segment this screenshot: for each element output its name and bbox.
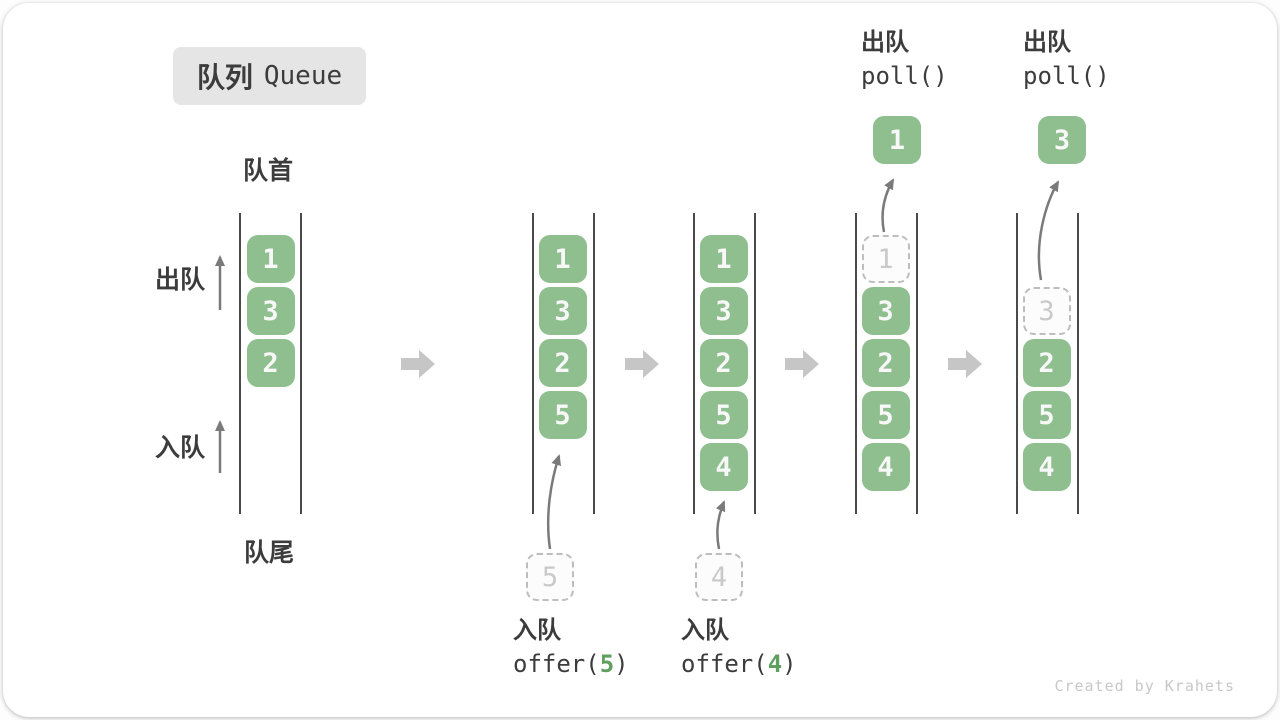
title-chip: 队列 Queue [173,47,366,105]
queue-element: 5 [699,391,748,439]
queue-element: 3 [538,287,587,335]
queue-element: 3 [861,287,910,335]
enqueue-operation: 入队 offer(4) [681,613,797,681]
step-arrow-4 [948,350,982,378]
enqueue-arrow-5 [546,454,562,550]
dequeue-direction-label: 出队 [155,265,206,294]
queue-element: 2 [246,339,295,387]
arrows-overlay [215,178,1060,550]
channel-right-line [300,213,302,514]
dequeued-slot: 3 [1022,287,1071,335]
enqueue-op-code: offer(4) [681,650,797,678]
title-en: Queue [263,61,343,91]
queue-element: 3 [246,287,295,335]
channel-left-line [855,213,857,514]
queue-element: 2 [861,339,910,387]
enqueue-op-arg: 5 [599,650,615,678]
queue-rear-label: 队尾 [244,538,295,567]
queue-element: 1 [699,235,748,283]
dequeue-arrow-3 [1037,180,1060,281]
dequeue-operation: 出队 poll() [861,25,948,93]
queue-element: 4 [1022,443,1071,491]
queue-element: 4 [861,443,910,491]
queue-element: 5 [538,391,587,439]
dequeue-arrow-1 [881,178,895,233]
channel-right-line [916,213,918,514]
step-arrow-2 [625,350,659,378]
queue-element: 3 [699,287,748,335]
channel-right-line [1077,213,1079,514]
queue-element: 4 [699,443,748,491]
enqueue-direction-label: 入队 [155,433,206,462]
queue-element: 2 [538,339,587,387]
enqueue-op-code: offer(5) [513,650,629,678]
queue-element: 1 [246,235,295,283]
enqueue-operation: 入队 offer(5) [513,613,629,681]
dequeue-op-label: 出队 [861,28,909,56]
queue-element: 2 [699,339,748,387]
incoming-element: 4 [695,553,743,601]
dequeue-op-code: poll() [1023,62,1110,90]
step-arrow-1 [401,350,435,378]
enqueue-op-label: 入队 [681,616,729,644]
dequeue-operation: 出队 poll() [1023,25,1110,93]
polled-element: 3 [1038,116,1086,164]
step-arrow-3 [785,350,819,378]
channel-left-line [1016,213,1018,514]
channel-left-line [693,213,695,514]
enqueue-arrow-4 [715,500,726,550]
channel-left-line [239,213,241,514]
incoming-element: 5 [526,553,574,601]
queue-front-label: 队首 [243,156,294,185]
enqueue-op-arg: 4 [767,650,783,678]
queue-element: 5 [861,391,910,439]
polled-element: 1 [873,116,921,164]
queue-element: 2 [1022,339,1071,387]
dequeue-op-label: 出队 [1023,28,1071,56]
queue-element: 1 [538,235,587,283]
queue-element: 5 [1022,391,1071,439]
dequeued-slot: 1 [861,235,910,283]
watermark: Created by Krahets [1054,677,1235,695]
dequeue-op-code: poll() [861,62,948,90]
channel-left-line [532,213,534,514]
channel-right-line [593,213,595,514]
channel-right-line [754,213,756,514]
enqueue-op-label: 入队 [513,616,561,644]
title-zh: 队列 [196,61,253,94]
